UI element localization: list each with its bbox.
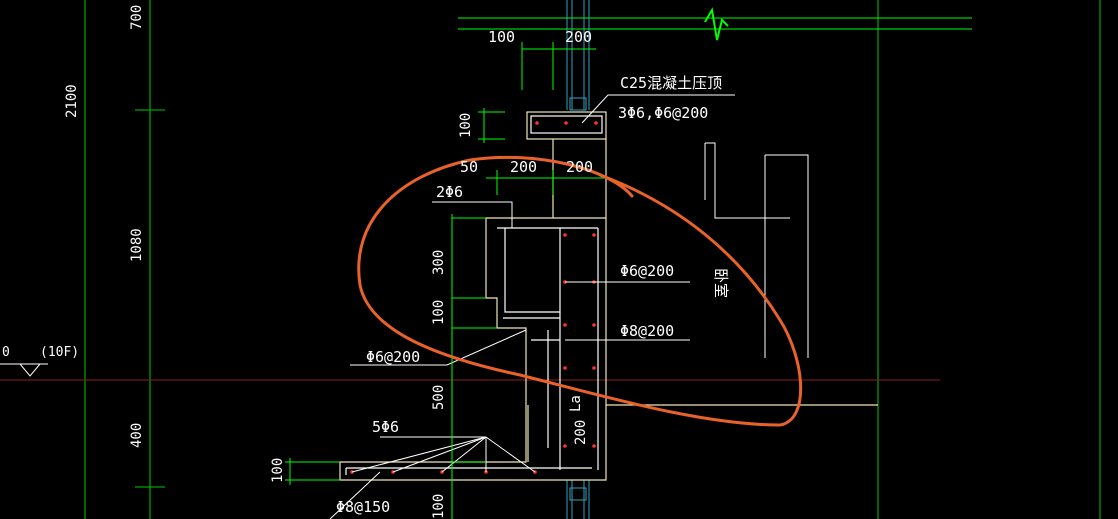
break-symbol (704, 7, 729, 41)
level-marker (0, 363, 48, 377)
label-base-rebar: Φ8@150 (336, 498, 390, 516)
dim-50: 50 (460, 158, 478, 176)
dimension-lines (285, 42, 605, 519)
dim-left-700: 700 (129, 5, 145, 30)
dim-lo: La (568, 395, 584, 412)
label-floor: (10F) (40, 345, 79, 360)
label-2phi6: 2Φ6 (436, 183, 463, 201)
label-level-value: 0 (2, 345, 10, 360)
dim-left-2100: 2100 (64, 84, 80, 118)
dim-left-400: 400 (129, 423, 145, 448)
coping-block (526, 111, 607, 140)
dim-200c: 200 (573, 420, 589, 445)
dim-500: 500 (431, 385, 447, 410)
label-stirrup-lower: Φ8@200 (620, 322, 674, 340)
window-top (458, 7, 972, 41)
markup-circle (357, 155, 803, 427)
dim-left-1080: 1080 (129, 228, 145, 262)
label-5phi6: 5Φ6 (372, 418, 399, 436)
dim-100b: 100 (270, 458, 286, 483)
label-stirrup-upper: Φ6@200 (620, 262, 674, 280)
label-room-name: 卧室 (712, 268, 730, 298)
leader-lines (329, 94, 735, 519)
concrete-outline (339, 111, 878, 481)
dim-200b: 200 (566, 158, 593, 176)
dim-top-200: 200 (565, 28, 592, 46)
column-lines (566, 0, 590, 519)
label-coping-rebar: 3Φ6,Φ6@200 (618, 104, 708, 122)
label-coping-spec: C25混凝土压顶 (620, 74, 722, 92)
axis-lines (84, 0, 1101, 519)
dim-200a: 200 (510, 158, 537, 176)
room-block (704, 142, 809, 358)
dim-top-100: 100 (488, 28, 515, 46)
dim-coping-100: 100 (458, 113, 474, 138)
rebar-lines (345, 115, 603, 475)
dim-100c: 100 (431, 494, 447, 519)
label-stirrup-left: Φ6@200 (366, 348, 420, 366)
dim-300: 300 (431, 250, 447, 275)
dim-100: 100 (431, 300, 447, 325)
